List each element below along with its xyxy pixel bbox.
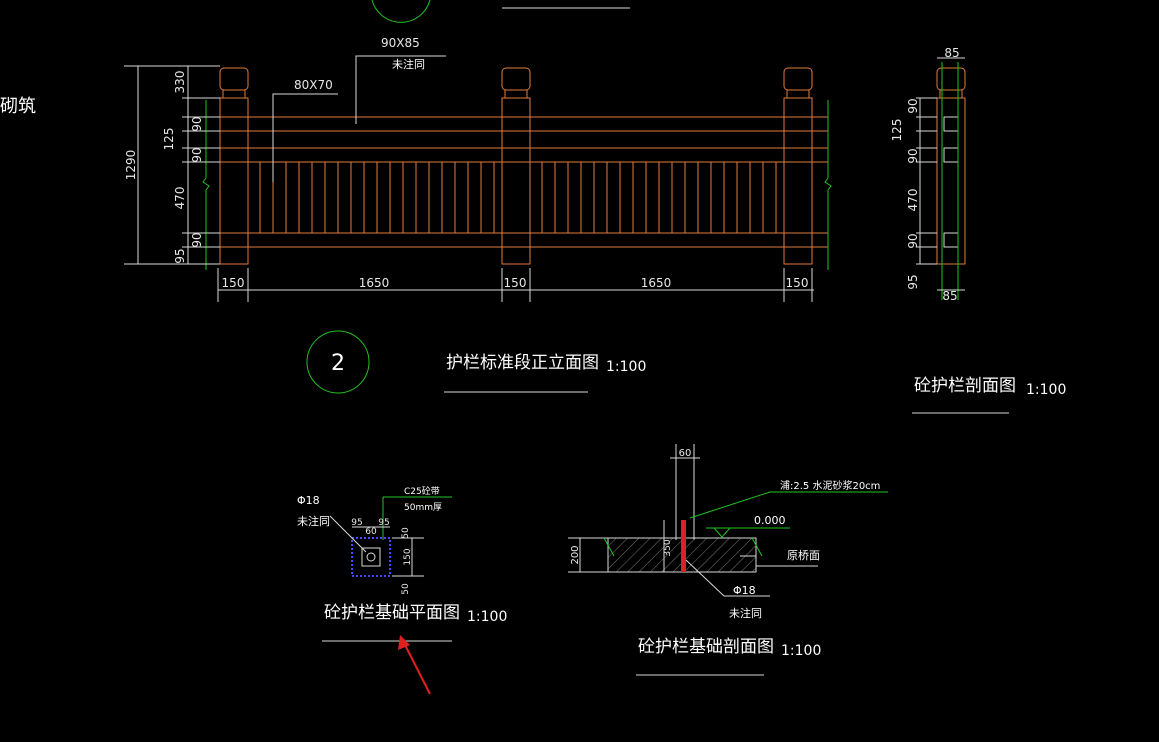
dim-width-4: 1650 (641, 276, 672, 290)
section-height-6: 95 (906, 274, 920, 289)
plan-dim-side-3: 50 (401, 583, 411, 595)
fs-bridge-label: 原桥面 (787, 549, 820, 562)
fs-bar-label: Φ18 (733, 584, 756, 597)
plan-title: 砼护栏基础平面图 (324, 603, 460, 623)
dim-width-3: 150 (504, 276, 527, 290)
section-view: 85 85 90 125 90 470 90 95 砼护栏剖面图 1:100 (890, 46, 1066, 414)
plan-scale: 1:100 (467, 609, 507, 625)
dim-height-4: 90 (190, 147, 204, 162)
dim-height-1: 330 (173, 71, 187, 94)
fs-bar (681, 520, 686, 572)
section-height-3: 90 (906, 148, 920, 163)
plan-concrete-band (351, 537, 391, 577)
fs-title: 砼护栏基础剖面图 (638, 637, 774, 657)
plan-bar: Φ18 (297, 494, 320, 507)
section-height-4: 470 (906, 189, 920, 212)
note-top-text: 未注同 (392, 57, 425, 71)
post-middle (501, 67, 531, 265)
drawing-number: 2 (331, 351, 345, 376)
fs-scale: 1:100 (781, 643, 821, 659)
note-rail-size: 80X70 (294, 78, 333, 92)
fs-bar-note: 未注同 (729, 606, 762, 620)
plan-bar-note: 未注同 (297, 514, 330, 528)
dim-total-height: 1290 (124, 150, 138, 181)
plan-dim-top-1: 95 (351, 518, 362, 528)
balusters (259, 162, 777, 233)
dim-height-6: 90 (190, 232, 204, 247)
fs-level: 0.000 (754, 514, 786, 527)
rails (205, 116, 828, 248)
break-line-left (202, 100, 210, 270)
fs-depth: 200 (570, 545, 581, 564)
red-pointer-arrow (398, 635, 431, 695)
section-height-2: 125 (890, 119, 904, 142)
vertical-dimensions: 1290 330 90 125 90 470 90 95 (124, 65, 220, 265)
section-scale: 1:100 (1026, 382, 1066, 398)
plan-dim-side-2: 150 (403, 548, 413, 565)
post-right (783, 67, 813, 265)
note-top-size: 90X85 (381, 36, 420, 50)
break-line-right (824, 100, 832, 270)
left-label: 砌筑 (0, 96, 36, 117)
elevation-leaders: 90X85 未注同 80X70 (272, 36, 446, 182)
elevation-title: 护栏标准段正立面图 (446, 353, 599, 373)
section-title: 砼护栏剖面图 (914, 376, 1016, 396)
dim-height-5: 470 (173, 187, 187, 210)
dim-height-2: 90 (190, 116, 204, 131)
section-top-width: 85 (944, 46, 959, 60)
dim-width-5: 150 (786, 276, 809, 290)
plan-dim-top-2: 60 (365, 527, 377, 537)
section-bottom-width: 85 (942, 289, 957, 303)
elevation-scale: 1:100 (606, 359, 646, 375)
horizontal-dimensions: 150 1650 150 1650 150 (217, 268, 814, 302)
dim-width-2: 1650 (359, 276, 390, 290)
fs-mortar-note: 浦:2.5 水泥砂浆20cm (780, 479, 880, 492)
foundation-plan-view: C25砼带 50mm厚 Φ18 未注同 95 60 95 50 150 50 砼… (297, 485, 507, 642)
plan-thickness-note: 50mm厚 (404, 502, 442, 513)
top-fragments (371, 0, 630, 23)
section-height-1: 90 (906, 98, 920, 113)
dim-width-1: 150 (222, 276, 245, 290)
foundation-section-view: 60 200 350 浦:2.5 水泥砂浆20cm 0.000 原桥面 Φ18 … (568, 444, 888, 676)
dim-height-3: 125 (162, 128, 176, 151)
section-height-5: 90 (906, 233, 920, 248)
post-left (219, 67, 249, 265)
plan-concrete-note: C25砼带 (404, 485, 440, 497)
dim-height-7: 95 (173, 248, 187, 263)
plan-dim-top-3: 95 (378, 518, 389, 528)
plan-dim-side-1: 50 (401, 527, 411, 539)
fs-embed: 350 (663, 539, 673, 556)
fs-top-dim: 60 (679, 448, 692, 459)
drawing-number-circle (306, 330, 370, 394)
elevation-view: 1290 330 90 125 90 470 90 95 150 1650 15… (124, 36, 832, 394)
